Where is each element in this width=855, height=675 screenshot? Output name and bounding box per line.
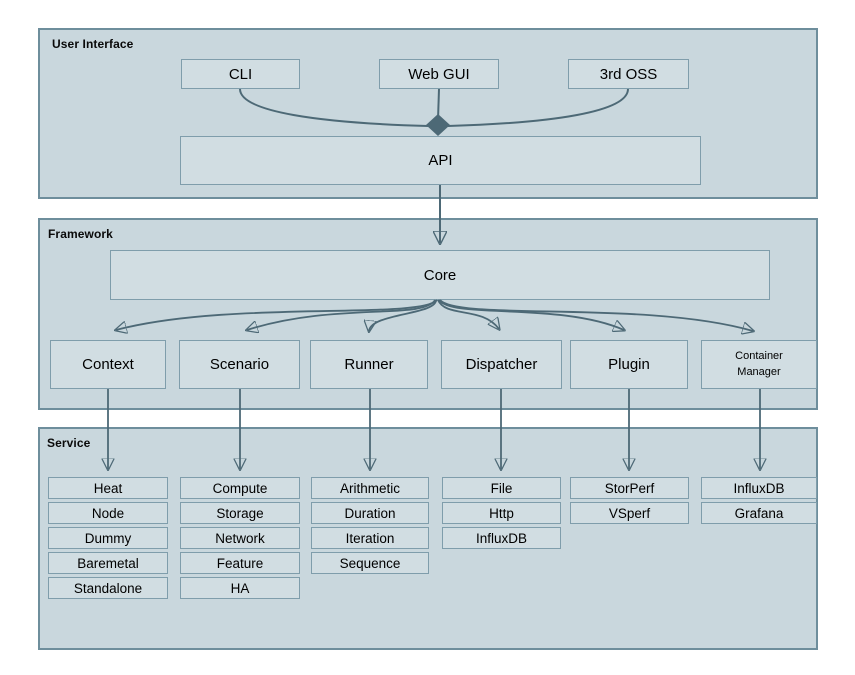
service-item: File — [442, 477, 561, 499]
node-core: Core — [110, 250, 770, 300]
node-3rd-oss-label: 3rd OSS — [599, 65, 658, 83]
node-plugin: Plugin — [570, 340, 688, 389]
node-core-label: Core — [423, 266, 457, 284]
node-web-gui: Web GUI — [379, 59, 499, 89]
node-container-manager: Container Manager — [701, 340, 817, 389]
section-user-interface-label: User Interface — [52, 37, 134, 51]
node-cli: CLI — [181, 59, 300, 89]
service-item: Baremetal — [48, 552, 168, 574]
service-column-dispatcher: File Http InfluxDB — [442, 477, 561, 549]
service-column-plugin: StorPerf VSperf — [570, 477, 689, 524]
node-dispatcher: Dispatcher — [441, 340, 562, 389]
service-item: Network — [180, 527, 300, 549]
node-api-label: API — [428, 152, 453, 169]
service-column-scenario: Compute Storage Network Feature HA — [180, 477, 300, 599]
node-context-label: Context — [82, 356, 134, 373]
section-framework-label: Framework — [48, 227, 113, 241]
node-runner-label: Runner — [344, 356, 394, 373]
service-item: Sequence — [311, 552, 429, 574]
service-item: Heat — [48, 477, 168, 499]
service-item: Node — [48, 502, 168, 524]
node-dispatcher-label: Dispatcher — [465, 356, 538, 373]
service-item: Dummy — [48, 527, 168, 549]
service-item: StorPerf — [570, 477, 689, 499]
node-plugin-label: Plugin — [608, 356, 650, 373]
node-container-manager-label: Container Manager — [735, 349, 783, 378]
node-cli-label: CLI — [228, 65, 253, 83]
node-3rd-oss: 3rd OSS — [568, 59, 689, 89]
service-item: Storage — [180, 502, 300, 524]
node-context: Context — [50, 340, 166, 389]
node-scenario: Scenario — [179, 340, 300, 389]
service-item: VSperf — [570, 502, 689, 524]
node-runner: Runner — [310, 340, 428, 389]
service-item: Grafana — [701, 502, 817, 524]
service-item: Standalone — [48, 577, 168, 599]
section-service-label: Service — [47, 436, 91, 450]
service-item: InfluxDB — [701, 477, 817, 499]
service-item: Duration — [311, 502, 429, 524]
service-column-context: Heat Node Dummy Baremetal Standalone — [48, 477, 168, 599]
service-item: Feature — [180, 552, 300, 574]
service-item: Compute — [180, 477, 300, 499]
node-scenario-label: Scenario — [209, 356, 270, 373]
service-item: HA — [180, 577, 300, 599]
service-column-runner: Arithmetic Duration Iteration Sequence — [311, 477, 429, 574]
service-item: Http — [442, 502, 561, 524]
service-item: InfluxDB — [442, 527, 561, 549]
service-item: Arithmetic — [311, 477, 429, 499]
node-web-gui-label: Web GUI — [408, 65, 470, 83]
service-column-container-manager: InfluxDB Grafana — [701, 477, 817, 524]
node-api: API — [180, 136, 701, 185]
service-item: Iteration — [311, 527, 429, 549]
